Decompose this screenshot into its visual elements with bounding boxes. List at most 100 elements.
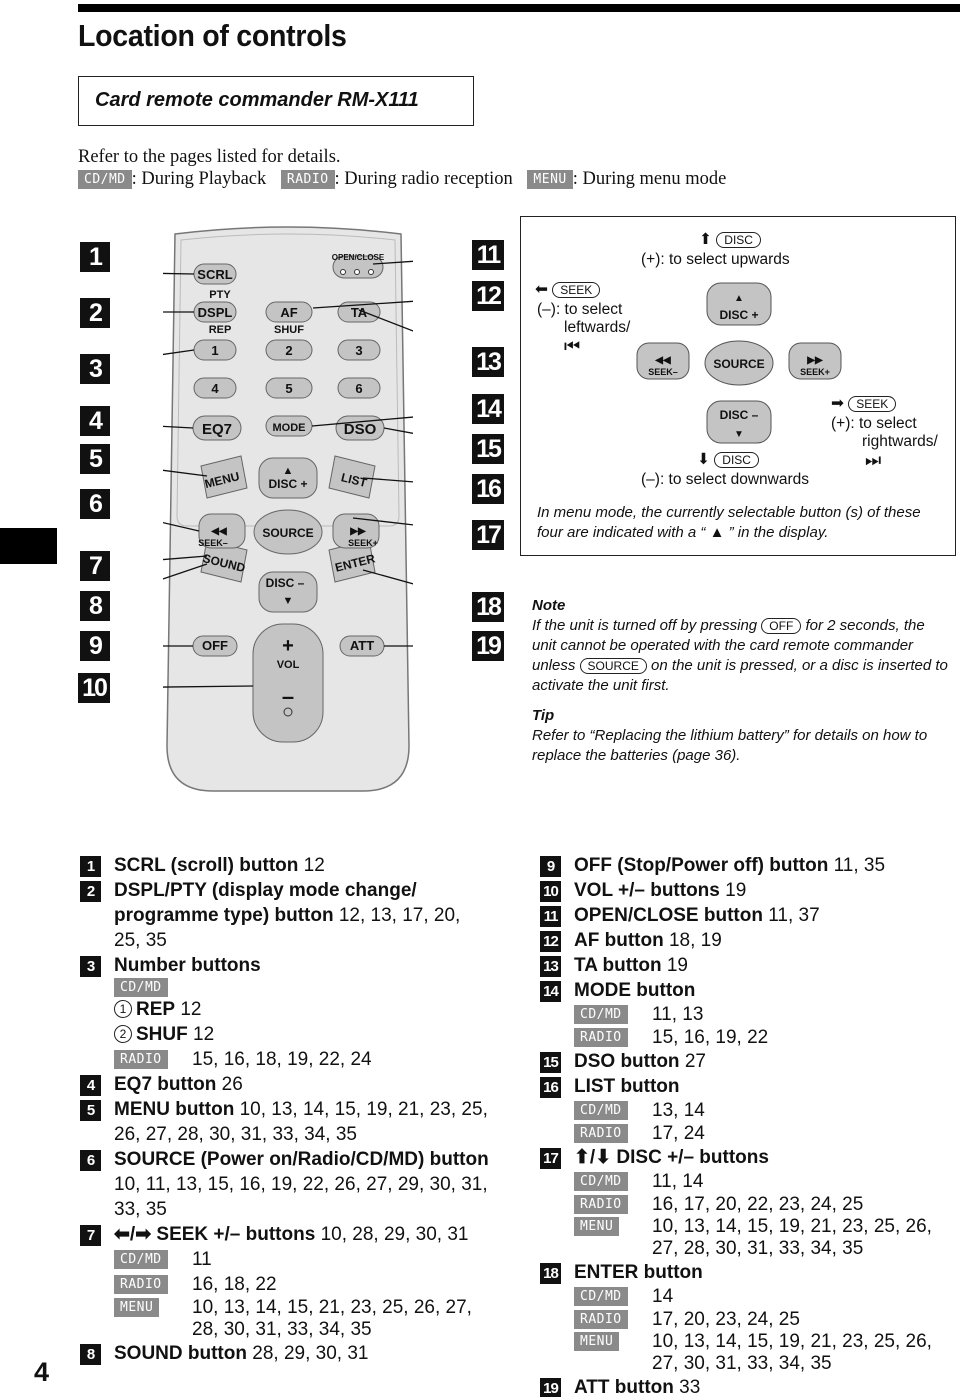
legend-pages: 17, 24 <box>652 1123 705 1144</box>
legend-pages: 27 <box>684 1051 706 1072</box>
remote-source: SOURCE <box>262 526 313 540</box>
remote-seek-minus: SEEK– <box>198 538 228 548</box>
intro-text: Refer to the pages listed for details. C… <box>78 146 726 190</box>
remote-shuf: SHUF <box>274 324 304 336</box>
legend-pages: 13, 14 <box>652 1100 705 1121</box>
svg-text:▶▶: ▶▶ <box>349 526 367 537</box>
shuf-label: SHUF <box>136 1024 188 1045</box>
disc-key: DISC <box>716 232 761 248</box>
legend-pages: 28, 29, 30, 31 <box>252 1343 369 1364</box>
pad-seek-plus: SEEK+ <box>800 367 830 377</box>
legend-name: OPEN/CLOSE button <box>574 905 763 926</box>
remote-dspl: DSPL <box>198 305 233 320</box>
legend-pages: 10, 28, 29, 30, 31 <box>320 1224 469 1245</box>
callout-15: 15 <box>472 434 504 464</box>
callout-16: 16 <box>472 474 504 504</box>
legend-num: 8 <box>80 1344 101 1365</box>
legend-17-sub: CD/MD 11, 14 <box>540 1170 945 1193</box>
remote-illustration: SCRL PTY DSPL REP AF SHUF TA OPEN/CLOSE … <box>163 226 413 792</box>
callout-9: 9 <box>80 631 110 661</box>
svg-text:▼: ▼ <box>734 429 744 440</box>
legend-num: 18 <box>540 1263 561 1284</box>
legend-num: 13 <box>540 956 561 977</box>
callout-12: 12 <box>472 281 504 311</box>
remote-ta: TA <box>351 305 368 320</box>
callout-5: 5 <box>80 444 110 474</box>
legend-name: LIST button <box>574 1076 680 1097</box>
legend-pages: 11, 14 <box>652 1171 704 1192</box>
header-rule <box>78 4 960 12</box>
legend-3-cdmd: CD/MD <box>80 978 490 997</box>
legend-pages: 11, 35 <box>833 855 886 876</box>
callout-14: 14 <box>472 394 504 424</box>
legend-pages: 10, 11, 13, 15, 16, 19, 22, 26, 27, 29, … <box>114 1174 488 1220</box>
remote-eq7: EQ7 <box>202 421 232 438</box>
mode-tag: CD/MD <box>574 1287 628 1307</box>
mode-tag: RADIO <box>574 1310 628 1330</box>
remote-num-1: 1 <box>211 343 218 358</box>
seek-left-label: ⬅ SEEK <box>535 281 601 299</box>
mode-tag: RADIO <box>574 1124 628 1144</box>
legend-pages: 19 <box>666 955 688 976</box>
legend-num: 2 <box>80 881 101 902</box>
remote-num-2: 2 <box>285 343 292 358</box>
legend-name: MENU button <box>114 1099 235 1120</box>
note-text-3: on the unit is pressed, or a disc is ins… <box>532 657 948 694</box>
rep-label: REP <box>136 999 176 1020</box>
legend-pages: 11 <box>192 1249 212 1270</box>
disc-down-label: ⬇ DISC <box>697 451 759 469</box>
mode-desc-cdmd: : During Playback <box>131 169 267 189</box>
mode-tag: RADIO <box>114 1275 168 1295</box>
legend-name: OFF (Stop/Power off) button <box>574 855 829 876</box>
legend-item-2: 2 DSPL/PTY (display mode change/ programm… <box>80 878 490 953</box>
legend-name: ATT button <box>574 1377 674 1397</box>
remote-scrl: SCRL <box>197 267 232 282</box>
pad-source: SOURCE <box>713 357 764 371</box>
legend-name: TA button <box>574 955 662 976</box>
seek-left-text2: leftwards/ <box>564 319 631 336</box>
mode-tag-menu: MENU <box>527 170 573 190</box>
legend-name: DSPL/PTY (display mode change/ programme… <box>114 880 417 926</box>
callout-18: 18 <box>472 592 504 622</box>
legend-num: 7 <box>80 1225 101 1246</box>
legend-pages: 11, 37 <box>768 905 820 926</box>
mode-tag-radio: RADIO <box>280 170 335 190</box>
legend-pages: 15, 16, 18, 19, 22, 24 <box>192 1049 372 1070</box>
disc-up-text: (+): to select upwards <box>641 251 790 268</box>
mode-tag: CD/MD <box>574 1172 628 1192</box>
seek-left-text1: (–): to select <box>537 301 623 318</box>
subtitle: Card remote commander RM-X111 <box>95 89 419 111</box>
legend-num: 4 <box>80 1075 101 1096</box>
svg-text:◀◀: ◀◀ <box>210 526 227 537</box>
remote-disc-plus: DISC + <box>268 477 307 491</box>
seek-key: SEEK <box>552 282 601 298</box>
legend-pages: 10, 13, 14, 15, 19, 21, 23, 25, 26, 27, … <box>652 1216 932 1259</box>
remote-rep: REP <box>209 324 232 336</box>
remote-num-6: 6 <box>355 381 362 396</box>
legend-name: EQ7 button <box>114 1074 217 1095</box>
remote-att: ATT <box>350 638 374 653</box>
callout-13: 13 <box>472 347 504 377</box>
legend-name: DSO button <box>574 1051 680 1072</box>
remote-vol: VOL <box>277 659 300 671</box>
pad-seek-minus: SEEK– <box>648 367 678 377</box>
svg-text:▼: ▼ <box>283 595 294 607</box>
legend-item-13: 13 TA button 19 <box>540 953 945 978</box>
seek-key-right: SEEK <box>848 396 897 412</box>
svg-text:▲: ▲ <box>283 465 294 477</box>
legend-name: AF button <box>574 930 664 951</box>
remote-mode: MODE <box>273 422 306 434</box>
seek-pad-diagram: DISC + DISC – SOURCE SEEK– SEEK+ ▲ ▼ ◀◀ … <box>636 282 842 444</box>
pad-disc-minus: DISC – <box>720 408 759 422</box>
legend-item-17: 17⬆/⬇ DISC +/– buttons <box>540 1145 945 1170</box>
